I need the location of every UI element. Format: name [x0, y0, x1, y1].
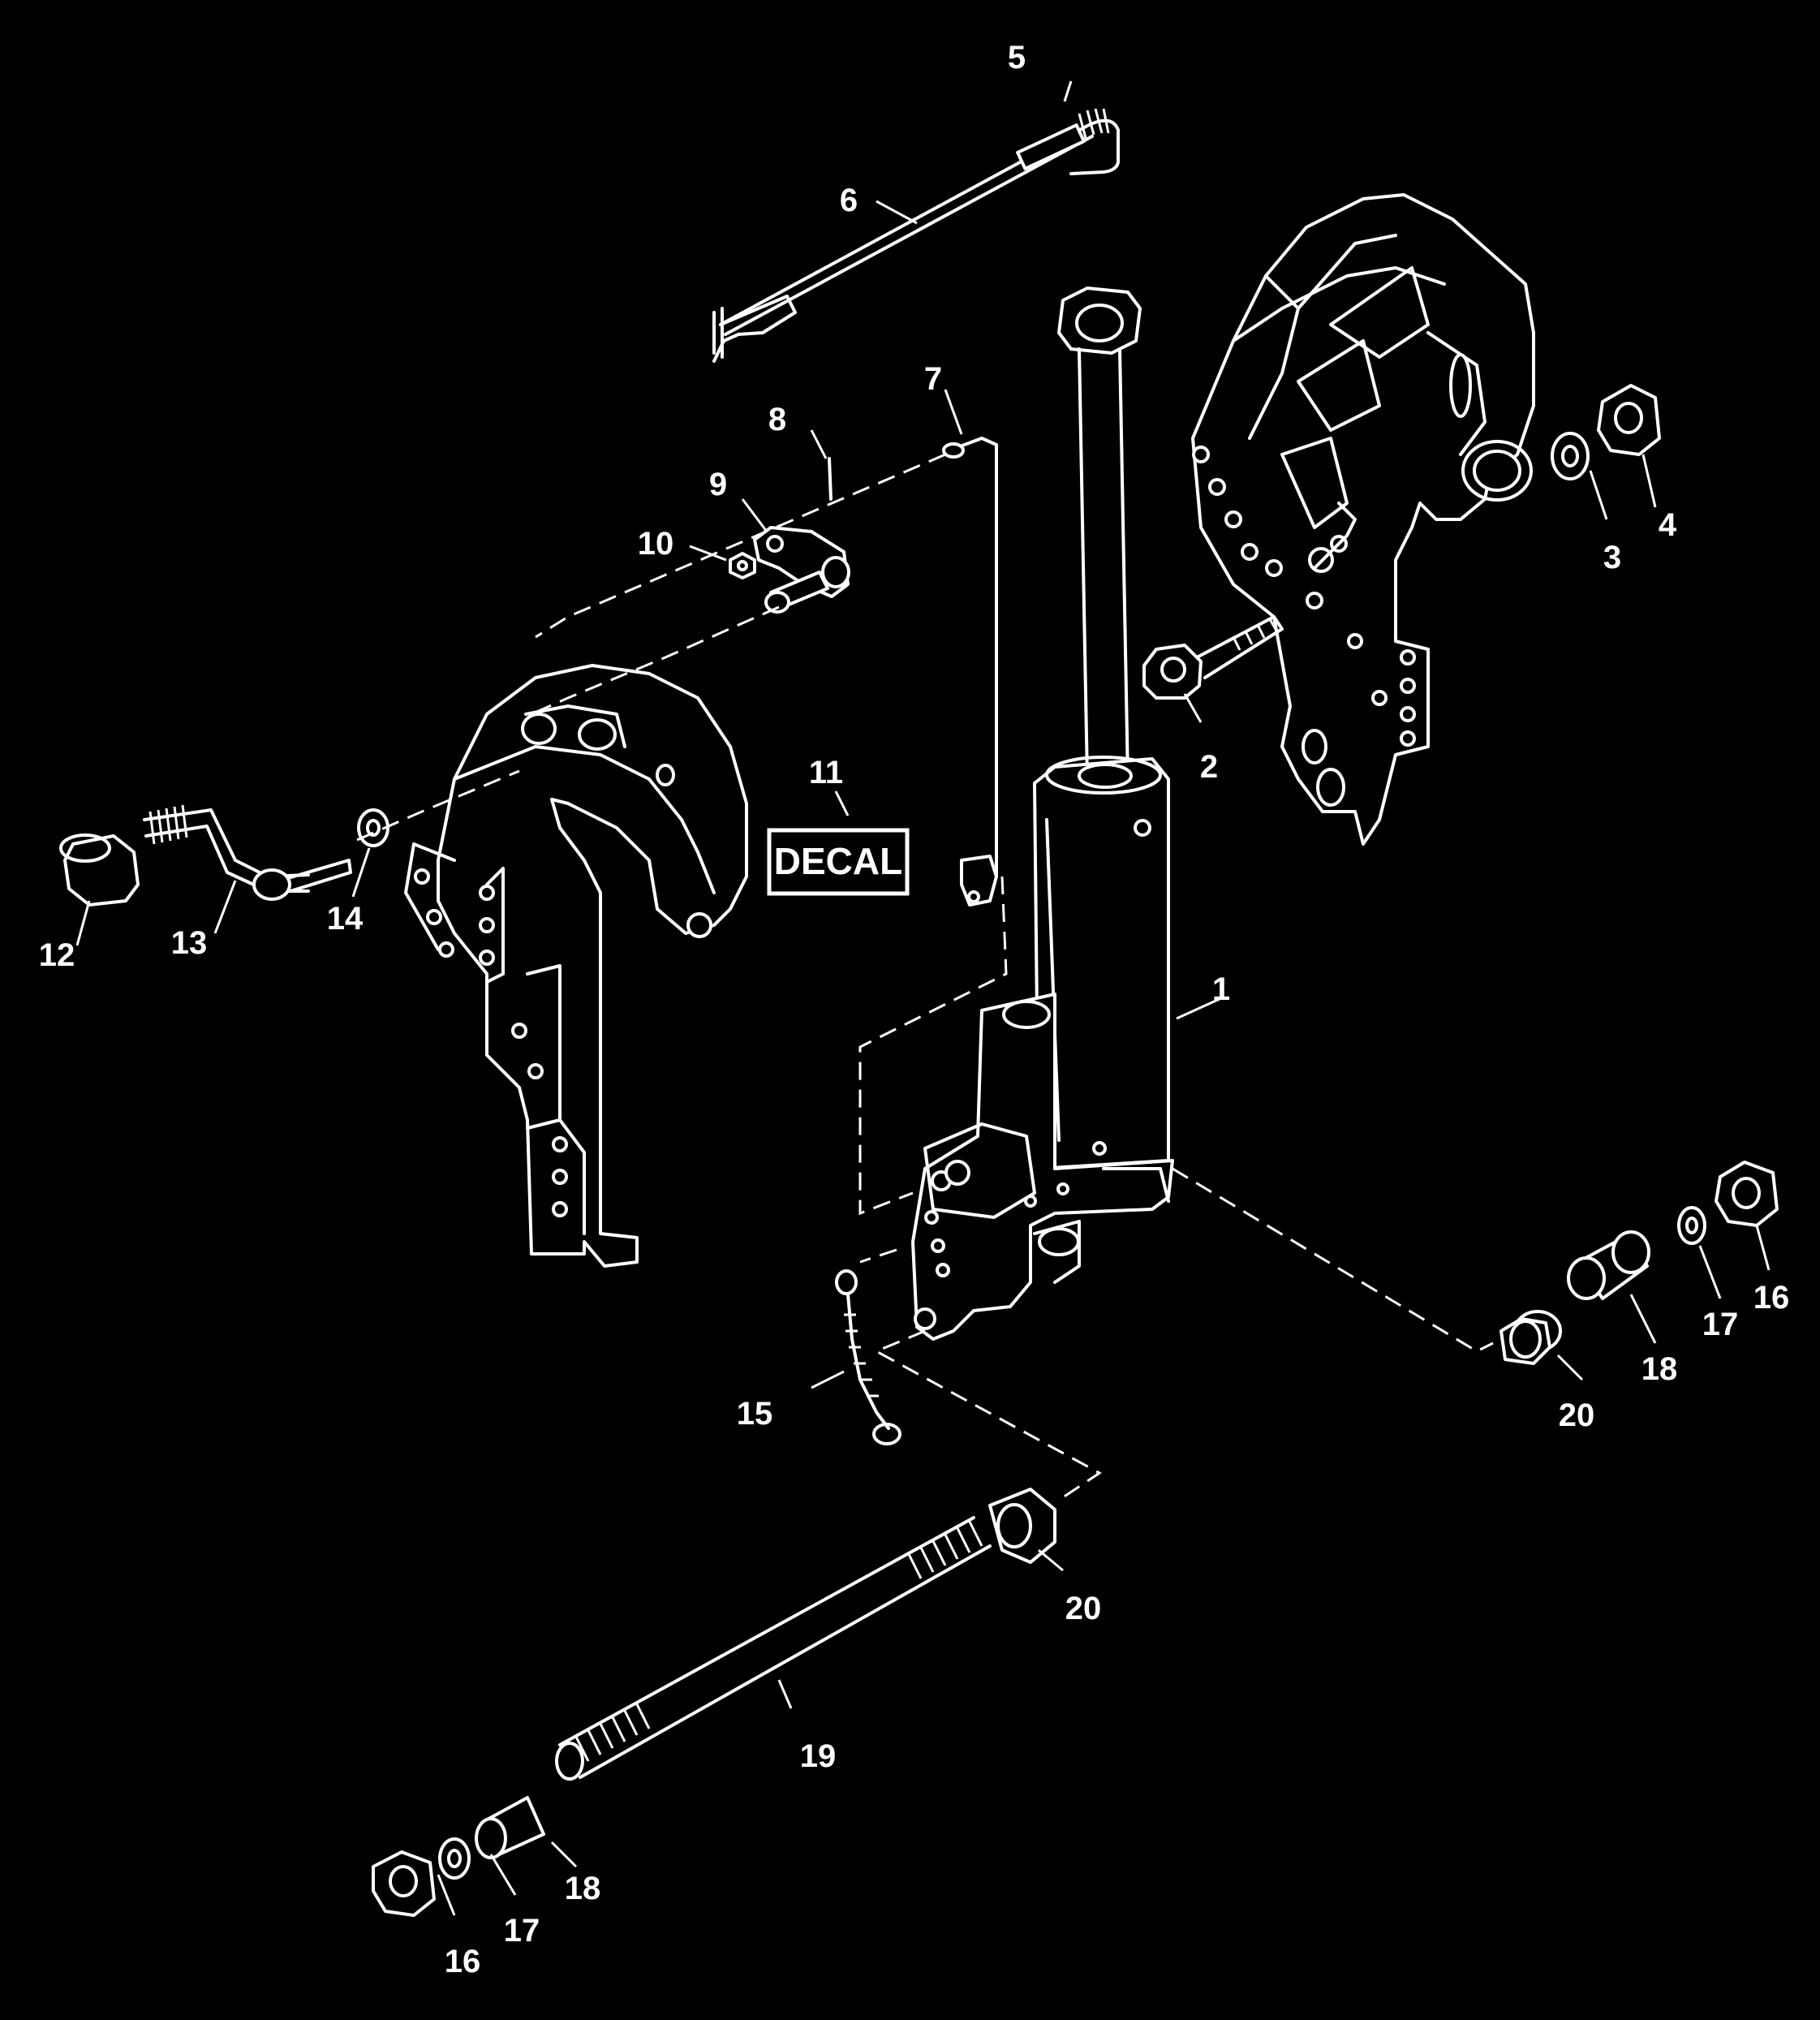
part-20-bushing-lower: [988, 1488, 1056, 1564]
callout-20-lower: 20: [1065, 1591, 1102, 1626]
callout-5: 5: [1008, 40, 1026, 75]
part-13-crank: [143, 804, 352, 901]
callout-6: 6: [840, 183, 858, 218]
callout-20-right: 20: [1559, 1398, 1595, 1433]
part-19-tilt-tube: [555, 1516, 992, 1781]
assembly-dashed-line-4: [873, 1329, 1102, 1499]
callout-15: 15: [737, 1396, 773, 1432]
crank-dashed-line: [356, 769, 520, 842]
part-8-pin: [828, 457, 833, 501]
callout-3: 3: [1603, 540, 1621, 575]
left-clamp-bracket: [404, 664, 748, 1268]
part-17-washer-right: [1677, 1206, 1706, 1245]
callout-11: 11: [809, 755, 843, 790]
part-17-washer-lower: [438, 1837, 471, 1880]
assembly-dashed-line-3: [859, 1248, 897, 1264]
callout-17-right: 17: [1702, 1307, 1739, 1342]
part-7-cable: [942, 437, 998, 907]
part-15-ground-strap: [835, 1269, 901, 1445]
assembly-dashed-line-2: [1172, 1167, 1494, 1353]
part-4-nut: [1597, 384, 1661, 456]
part-18-spacer-right: [1567, 1230, 1650, 1300]
part-18-spacer-lower: [475, 1796, 545, 1859]
left-bracket-dashed-line: [531, 605, 780, 716]
callout-18-right: 18: [1641, 1351, 1678, 1387]
callout-12: 12: [39, 937, 75, 973]
callout-19: 19: [800, 1738, 837, 1774]
part-5-spring-end: [1016, 108, 1110, 170]
callout-14: 14: [327, 901, 364, 937]
part-10-nut: [729, 552, 756, 579]
part-3-washer: [1551, 432, 1590, 480]
assembly-dashed-line-1: [858, 876, 1008, 1216]
part-2-bolt: [1142, 615, 1284, 700]
part-12-knob: [59, 833, 140, 907]
part-9-lever: [753, 526, 850, 614]
leader-lines: [75, 80, 1771, 1916]
callout-labels: 5 6 7 8 9 10 11 12 13 14 2 3 4 1 15 16 1…: [39, 40, 1790, 1979]
cable-dashed-line: [535, 453, 946, 639]
part-16-nut-lower: [372, 1850, 436, 1917]
callout-16-right: 16: [1753, 1280, 1790, 1316]
callout-2: 2: [1200, 749, 1218, 785]
callout-13: 13: [171, 925, 208, 961]
decal-label: DECAL: [774, 840, 902, 882]
callout-8: 8: [768, 402, 786, 437]
callout-10: 10: [638, 526, 674, 562]
part-1-tilt-cylinder: [911, 286, 1174, 1341]
callout-4: 4: [1659, 507, 1677, 543]
callout-1: 1: [1212, 971, 1230, 1007]
callout-16-lower: 16: [445, 1944, 481, 1979]
callout-18-lower: 18: [565, 1871, 601, 1906]
part-6-link-rod: [712, 118, 1120, 363]
part-16-nut-right: [1715, 1161, 1779, 1227]
part-11-decal: DECAL: [767, 828, 910, 896]
right-clamp-bracket: [1191, 193, 1535, 846]
callout-7: 7: [924, 361, 942, 397]
callout-17-lower: 17: [504, 1913, 540, 1949]
callout-9: 9: [709, 467, 727, 502]
part-20-bushing-right: [1499, 1310, 1562, 1365]
